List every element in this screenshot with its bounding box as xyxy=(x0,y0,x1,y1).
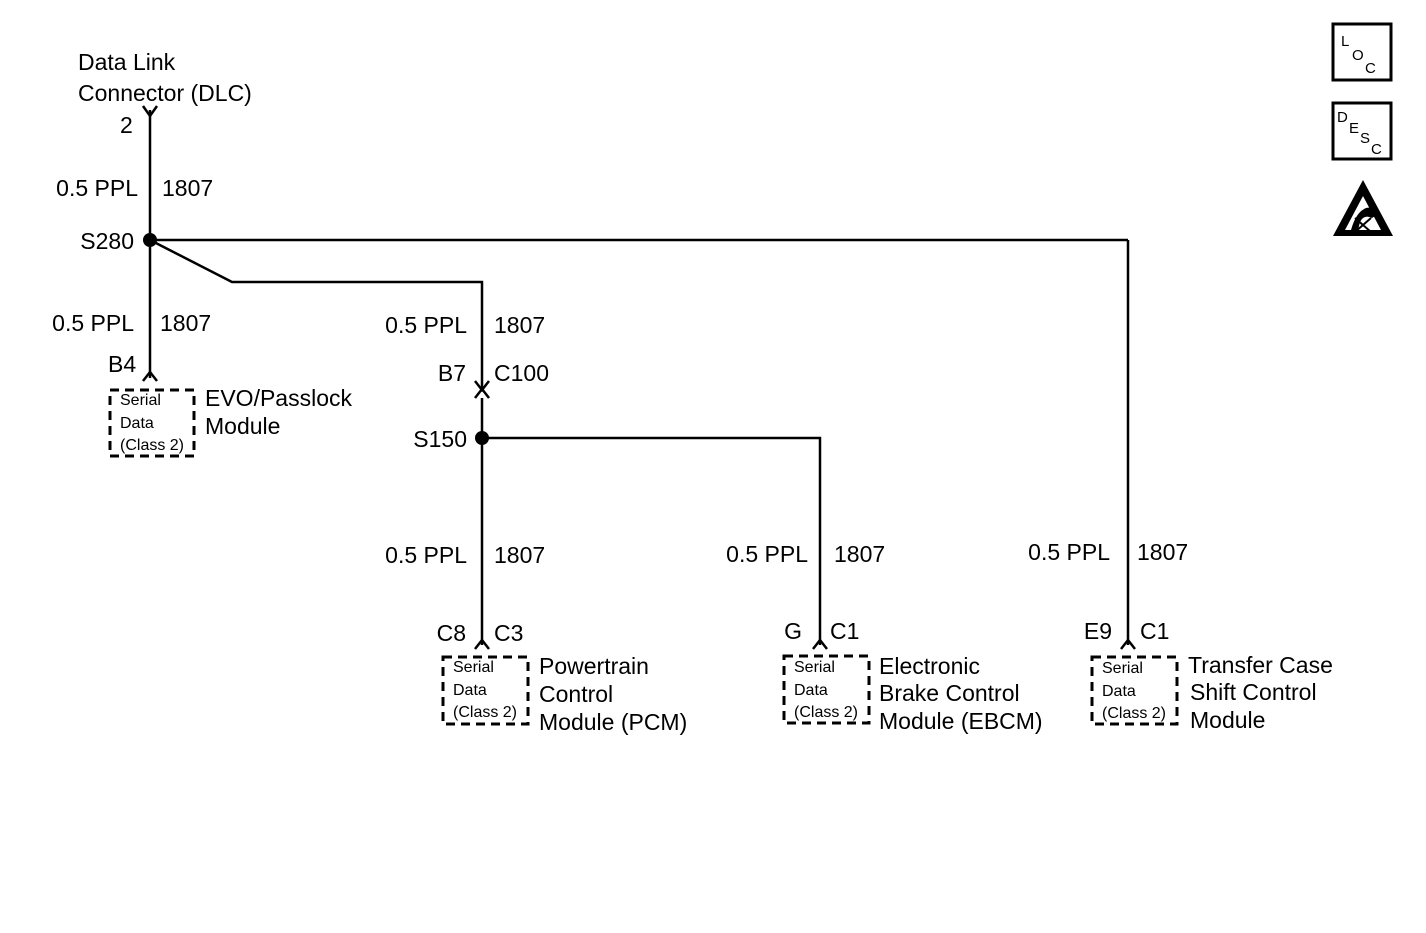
wire-circuit-label: 1807 xyxy=(1137,539,1188,565)
dlc-title-line2: Connector (DLC) xyxy=(78,80,252,106)
serial-data-line1: Serial xyxy=(794,659,835,676)
serial-data-line3: (Class 2) xyxy=(794,704,858,721)
dlc-pin-symbol xyxy=(141,105,159,119)
pcm-pin-label: C8 xyxy=(437,620,466,646)
evo-pin-label: B4 xyxy=(108,351,136,377)
tcscm-module-name-line1: Transfer Case xyxy=(1188,652,1333,678)
ebcm-pin-label: G xyxy=(784,618,802,644)
desc-icon-letter: E xyxy=(1349,120,1359,137)
loc-icon[interactable]: L O C xyxy=(1331,22,1393,82)
loc-icon-letter: L xyxy=(1341,33,1349,50)
wires xyxy=(148,110,1130,645)
pcm-module-name-line3: Module (PCM) xyxy=(539,709,687,735)
wire-gauge-label: 0.5 PPL xyxy=(385,312,467,338)
tcscm-pin-label: E9 xyxy=(1084,618,1112,644)
esd-warning-icon xyxy=(1333,180,1393,236)
module-transfer-case: E9 C1 Serial Data (Class 2) Transfer Cas… xyxy=(1084,618,1333,733)
module-evo-passlock: B4 Serial Data (Class 2) EVO/Passlock Mo… xyxy=(108,351,352,458)
wire-gauge-label: 0.5 PPL xyxy=(1028,539,1110,565)
evo-module-name-line1: EVO/Passlock xyxy=(205,385,352,411)
evo-module-name-line2: Module xyxy=(205,413,280,439)
serial-data-line3: (Class 2) xyxy=(1102,705,1166,722)
dlc-pin: 2 xyxy=(120,112,133,138)
splice-s280-label: S280 xyxy=(80,228,134,254)
module-pcm: C8 C3 Serial Data (Class 2) Powertrain C… xyxy=(437,620,688,735)
loc-icon-letter: C xyxy=(1365,60,1376,77)
wire-gauge-label: 0.5 PPL xyxy=(385,542,467,568)
wire-s150-to-ebcm xyxy=(482,436,822,645)
serial-data-line1: Serial xyxy=(120,392,161,409)
c100-connector-label: C100 xyxy=(494,360,549,386)
splice-s150-label: S150 xyxy=(413,426,467,452)
serial-data-line2: Data xyxy=(120,415,154,432)
serial-data-line2: Data xyxy=(453,682,487,699)
c100-pin-label: B7 xyxy=(438,360,466,386)
ebcm-connector-label: C1 xyxy=(830,618,859,644)
splice-s280-dot xyxy=(143,233,157,247)
module-ebcm: G C1 Serial Data (Class 2) Electronic Br… xyxy=(782,618,1043,734)
wire-gauge-label: 0.5 PPL xyxy=(726,541,808,567)
pcm-module-name-line2: Control xyxy=(539,681,613,707)
wire-circuit-label: 1807 xyxy=(160,310,211,336)
serial-data-line1: Serial xyxy=(453,659,494,676)
ebcm-module-name-line2: Brake Control xyxy=(879,680,1020,706)
tcscm-connector-label: C1 xyxy=(1140,618,1169,644)
desc-icon-letter: C xyxy=(1371,141,1382,158)
ebcm-pin-symbol xyxy=(812,637,828,650)
serial-data-line2: Data xyxy=(794,682,828,699)
evo-pin-symbol xyxy=(142,369,158,382)
serial-data-box xyxy=(1090,655,1179,726)
serial-data-box xyxy=(782,654,871,725)
ebcm-module-name-line1: Electronic xyxy=(879,653,980,679)
tcscm-pin-symbol xyxy=(1120,637,1136,650)
serial-data-line1: Serial xyxy=(1102,660,1143,677)
wire-circuit-label: 1807 xyxy=(494,312,545,338)
loc-icon-letter: O xyxy=(1352,47,1364,64)
serial-data-line2: Data xyxy=(1102,683,1136,700)
wire-gauge-label: 0.5 PPL xyxy=(56,175,138,201)
pcm-module-name-line1: Powertrain xyxy=(539,653,649,679)
wire-circuit-label: 1807 xyxy=(162,175,213,201)
pcm-connector-label: C3 xyxy=(494,620,523,646)
serial-data-line3: (Class 2) xyxy=(120,437,184,454)
wire-s280-to-c100 xyxy=(149,238,484,388)
serial-data-box xyxy=(441,655,530,726)
tcscm-module-name-line3: Module xyxy=(1190,707,1265,733)
splice-s150-dot xyxy=(475,431,489,445)
desc-icon[interactable]: D E S C xyxy=(1331,101,1393,161)
tcscm-module-name-line2: Shift Control xyxy=(1190,679,1317,705)
wire-circuit-label: 1807 xyxy=(494,542,545,568)
wire-circuit-label: 1807 xyxy=(834,541,885,567)
pcm-pin-symbol xyxy=(474,637,490,650)
desc-icon-letter: S xyxy=(1360,130,1370,147)
serial-data-line3: (Class 2) xyxy=(453,704,517,721)
ebcm-module-name-line3: Module (EBCM) xyxy=(879,708,1043,734)
c100-male-symbol xyxy=(474,386,490,399)
connector-symbols xyxy=(141,105,1136,650)
desc-icon-letter: D xyxy=(1337,109,1348,126)
dlc-title-line1: Data Link xyxy=(78,49,176,75)
wire-gauge-label: 0.5 PPL xyxy=(52,310,134,336)
